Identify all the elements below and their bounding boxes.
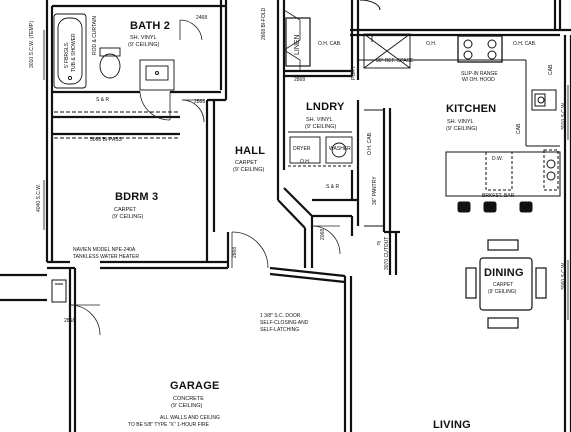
hall-ceiling: (9' CEILING) [233, 167, 265, 173]
hall-finish: CARPET [235, 160, 258, 166]
linen-label: LINEN [294, 34, 301, 55]
kitchen-window-label: 3010 S.C.W. [561, 101, 567, 130]
bath-door-label: 2468 [196, 15, 208, 21]
kitchen-ceiling: (9' CEILING) [446, 126, 478, 132]
door-note-2: SELF-CLOSING AND [260, 320, 309, 326]
lndry-title: LNDRY [306, 101, 345, 113]
bifold-label: 2668 BI-FOLD [261, 7, 267, 40]
tub-label-1: 5' FBRGLS. [64, 41, 70, 68]
oh-cab-kitchen-left-label: O.H. CAB. [318, 41, 342, 47]
dining-ceiling: (9' CEILING) [488, 289, 517, 295]
hall-closet-label: 2068 [320, 228, 326, 240]
dining-table [465, 239, 547, 329]
bath2-title: BATH 2 [130, 20, 171, 32]
cab-right-label: CAB. [548, 63, 554, 75]
water-heater [51, 279, 67, 303]
living-title: LIVING [433, 419, 471, 431]
sr-bath-label: S & R [96, 97, 110, 103]
cutout-label: 3070 CUTOUT [384, 236, 390, 270]
garage-note-1: ALL WALLS AND CEILING [160, 415, 220, 421]
cab-lower-label: CAB. [516, 122, 522, 134]
pantry-label: 36" PANTRY [372, 176, 378, 205]
port-label: PORT. [351, 65, 357, 80]
bdrm-door-label: 2868 [194, 99, 206, 105]
door-swings [69, 9, 341, 336]
kitchen-title: KITCHEN [446, 103, 497, 115]
bdrm-window-label: 4040 S.C.W. [36, 183, 42, 212]
door-note-3: SELF-LATCHING [260, 327, 300, 333]
lndry-finish: SH. VINYL [306, 117, 333, 123]
garage-door-label: 2868 [64, 318, 76, 324]
garage-note-2: TO BE 5/8" TYPE "X" 1-HOUR FIRE [128, 422, 209, 428]
dryer-label: DRYER [293, 146, 311, 152]
linen-door-label: 2868 [294, 77, 306, 83]
ref-space-label: 36" REF. SPACE [376, 58, 414, 64]
rod-label: ROD & CURTAIN [92, 16, 98, 55]
oh-cab-laundry-label: O.H. CAB. [367, 131, 373, 155]
right-window-label: 3060 S.C.W. [561, 261, 567, 290]
cutout-height-label: 8' [377, 241, 381, 247]
oh-small-label: O.H. [300, 159, 311, 165]
kitchen-counters [358, 35, 561, 197]
garage-title: GARAGE [170, 380, 220, 392]
washer-label: WASHER [329, 146, 351, 152]
heater-label-1: NAVIEN MODEL NPE-240A [73, 247, 136, 253]
garage-ceiling: (9' CEILING) [171, 403, 203, 409]
heater-label-2: TANKLESS WATER HEATER [73, 254, 139, 260]
garage-finish: CONCRETE [173, 396, 204, 402]
bath-window-label: 3010 S.C.W. (TEMP.) [29, 20, 35, 68]
door-note-1: 1 3/8" S.C. DOOR [260, 313, 301, 319]
hall-door-label: 2868 [232, 246, 238, 258]
bath-fixtures [53, 13, 180, 139]
kitchen-finish: SH. VINYL [447, 119, 474, 125]
shelves-label: 5068 BI-PASS [90, 137, 122, 143]
lndry-ceiling: (9' CEILING) [305, 124, 337, 130]
hall-title: HALL [235, 145, 266, 157]
top-arc [359, 0, 381, 11]
oh-kitchen-label: O.H. [426, 41, 437, 47]
tub-label-2: TUB & SHOWER [71, 33, 77, 72]
hood-label: W/ OH. HOOD [462, 77, 495, 83]
bdrm3-finish: CARPET [114, 207, 137, 213]
bar-stools [457, 201, 533, 213]
bdrm3-ceiling: (9' CEILING) [112, 214, 144, 220]
bath2-ceiling: (9' CEILING) [128, 42, 160, 48]
sr-hall-label: S & R [326, 184, 340, 190]
dining-title: DINING [484, 267, 524, 279]
bath2-finish: SH. VINYL [130, 35, 157, 41]
dining-finish: CARPET [493, 282, 514, 288]
oh-cab-kitchen-right-label: O.H. CAB. [513, 41, 537, 47]
dw-label: D.W. [492, 156, 503, 162]
bdrm3-title: BDRM 3 [115, 191, 159, 203]
linen-closet [285, 17, 311, 67]
bar-label: BRKFST. BAR [482, 193, 515, 199]
windows [43, 30, 569, 320]
range-label: SLIP-IN RANGE [461, 71, 498, 77]
laundry-fixtures [288, 33, 411, 227]
